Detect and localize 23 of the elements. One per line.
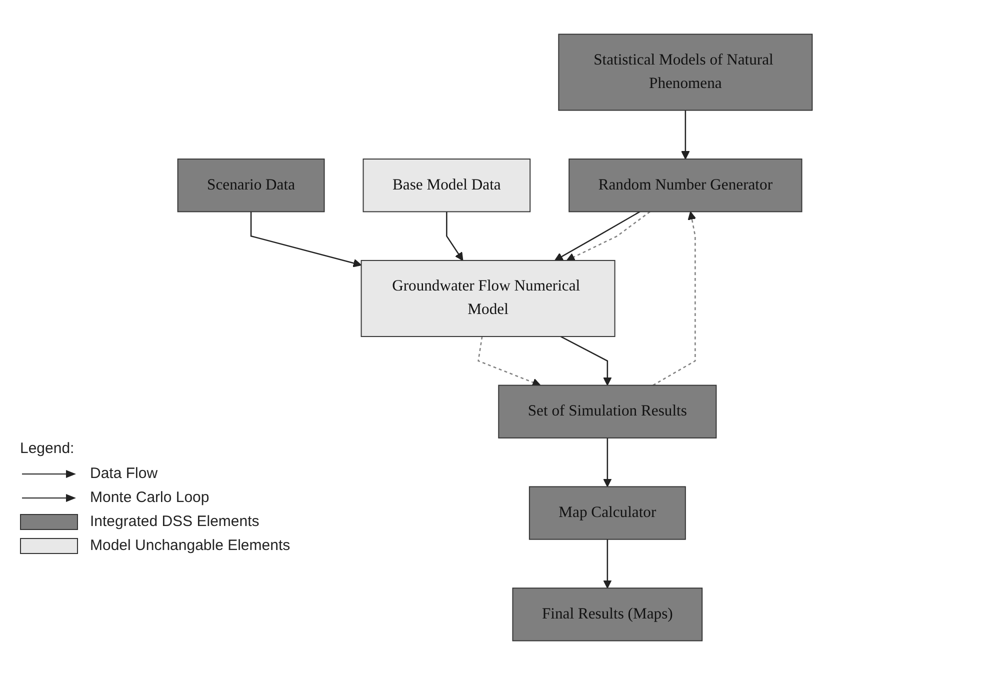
legend-text: Data Flow — [90, 465, 158, 482]
node-box: Scenario Data — [177, 158, 325, 212]
arrow — [603, 539, 612, 588]
node-box: Set of Simulation Results — [498, 384, 717, 438]
legend-text: Model Unchangable Elements — [90, 537, 290, 554]
arrow — [478, 336, 541, 386]
arrow — [652, 211, 696, 386]
node-box: Base Model Data — [362, 158, 531, 212]
arrow — [560, 336, 612, 386]
arrow — [446, 212, 464, 261]
legend-text: Monte Carlo Loop — [90, 489, 210, 506]
node-box: Map Calculator — [528, 486, 686, 540]
arrow — [603, 438, 612, 488]
node-box: Groundwater Flow Numerical Model — [360, 260, 616, 338]
arrow — [681, 110, 690, 160]
legend-heading: Legend: — [20, 440, 76, 457]
arrow — [250, 212, 362, 268]
node-box: Random Number Generator — [568, 158, 802, 212]
node-box: Statistical Models of Natural Phenomena — [558, 34, 813, 111]
arrow — [566, 211, 650, 261]
arrow — [554, 211, 640, 261]
node-box: Final Results (Maps) — [512, 588, 703, 642]
legend-text: Integrated DSS Elements — [90, 513, 260, 530]
